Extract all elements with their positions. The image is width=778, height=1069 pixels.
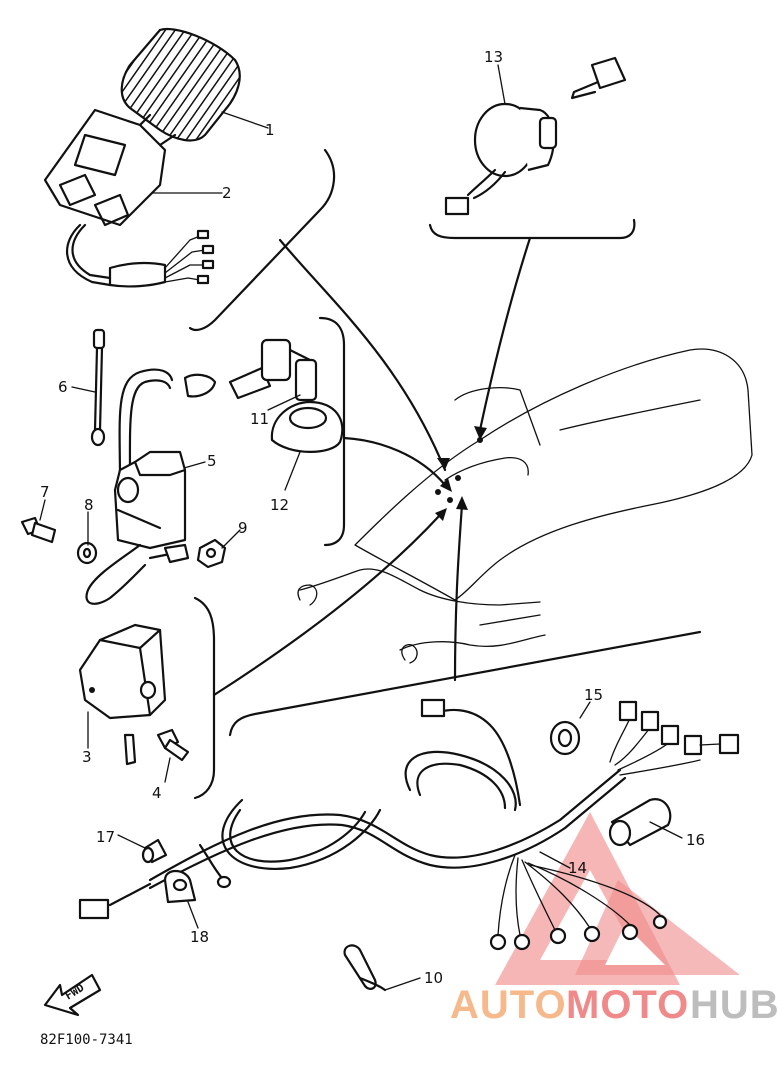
part-8-washer — [76, 541, 98, 565]
diagram-code: 82F100-7341 — [40, 1032, 133, 1048]
part-label-18: 18 — [190, 928, 209, 946]
part-6-ground-lead — [90, 328, 106, 447]
motorcycle-frame-outline — [297, 348, 753, 664]
part-label-1: 1 — [265, 121, 275, 139]
part-11-plug-cap — [228, 338, 318, 402]
part-label-3: 3 — [82, 748, 92, 766]
part-label-17: 17 — [96, 828, 115, 846]
part-label-14: 14 — [568, 859, 587, 877]
part-label-4: 4 — [152, 784, 162, 802]
part-label-5: 5 — [207, 452, 217, 470]
part-13-main-switch — [444, 56, 627, 216]
reference-leaders — [212, 236, 532, 697]
part-label-12: 12 — [270, 496, 289, 514]
part-10-wire-clip — [343, 944, 387, 992]
part-label-15: 15 — [584, 686, 603, 704]
watermark-moto: MOTO — [566, 983, 689, 1027]
part-14-wire-harness — [78, 698, 740, 951]
part-4-bolt — [156, 728, 190, 762]
part-label-8: 8 — [84, 496, 94, 514]
part-18-clamp — [163, 869, 197, 904]
part-15-grommet — [549, 720, 581, 756]
group-brackets — [188, 148, 702, 800]
part-label-10: 10 — [424, 969, 443, 987]
part-16-sleeve — [608, 798, 672, 847]
part-label-9: 9 — [238, 519, 248, 537]
part-label-11: 11 — [250, 410, 269, 428]
part-3-cdi-unit — [78, 623, 167, 766]
part-label-7: 7 — [40, 483, 50, 501]
part-label-16: 16 — [686, 831, 705, 849]
callout-leaders — [39, 64, 683, 991]
part-12-boot-cover — [270, 400, 344, 453]
part-5-ignition-coil — [85, 368, 217, 605]
part-17-sleeve — [141, 838, 168, 864]
part-9-nut — [196, 538, 227, 569]
part-7-bolt — [20, 516, 57, 544]
part-label-6: 6 — [58, 378, 68, 396]
part-label-13: 13 — [484, 48, 503, 66]
watermark-hub: HUB — [690, 983, 778, 1027]
part-labels: 1 2 3 4 5 6 7 8 9 10 11 12 13 14 15 16 1… — [40, 48, 705, 987]
fwd-arrow: FWD — [43, 973, 102, 1017]
part-2-switch-housing — [43, 108, 215, 288]
watermark-auto: AUTO — [450, 983, 567, 1027]
part-label-2: 2 — [222, 184, 232, 202]
